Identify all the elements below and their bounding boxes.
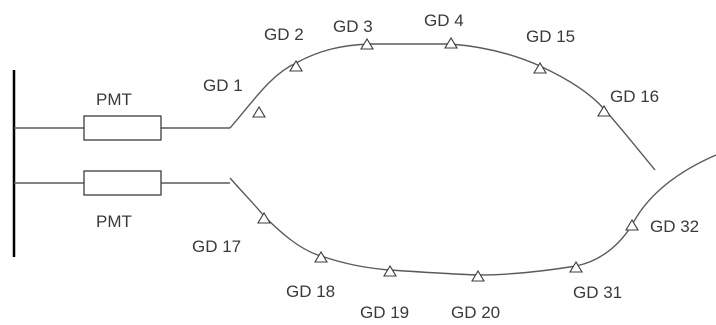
triangle-icon: [252, 105, 266, 118]
device-label: GD 31: [573, 283, 622, 302]
triangle-icon: [257, 211, 271, 224]
triangle-icon: [314, 250, 328, 263]
device-label: GD 1: [203, 76, 243, 95]
triangle-icon: [597, 104, 611, 117]
device-label: GD 20: [451, 303, 500, 322]
triangle-icon: [533, 61, 547, 74]
device-label: GD 2: [264, 25, 304, 44]
device-label: GD 16: [610, 87, 659, 106]
device-label: GD 19: [360, 303, 409, 322]
pmt-label-lower: PMT: [96, 212, 132, 231]
lower-feeder-line: [229, 154, 716, 276]
device-label: GD 3: [333, 17, 373, 36]
pmt-label-upper: PMT: [96, 90, 132, 109]
triangle-icon: [569, 260, 583, 273]
triangle-icon: [625, 218, 639, 231]
triangle-icon: [383, 264, 397, 277]
device-label: GD 17: [192, 237, 241, 256]
pmt-box-lower: [83, 170, 162, 196]
triangle-icon: [360, 37, 374, 50]
upper-feeder-line: [229, 43, 656, 171]
device-label: GD 15: [526, 27, 575, 46]
device-label: GD 18: [286, 282, 335, 301]
pmt-box-upper: [83, 115, 162, 141]
triangle-icon: [471, 269, 485, 282]
device-label: GD 32: [650, 217, 699, 236]
device-label: GD 4: [424, 11, 464, 30]
triangle-icon: [444, 36, 458, 49]
triangle-icon: [289, 59, 303, 72]
